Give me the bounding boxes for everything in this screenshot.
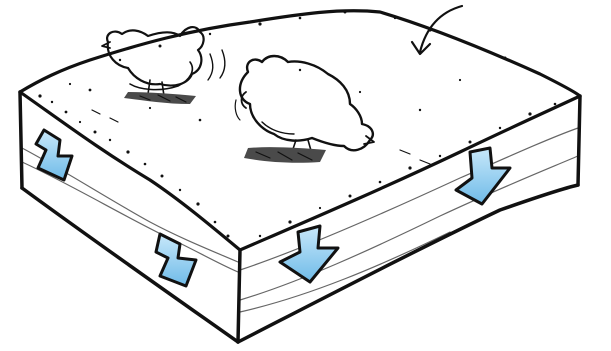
chicken-icon bbox=[101, 26, 205, 104]
chicken-body bbox=[106, 26, 205, 87]
down-arrow-icon bbox=[454, 146, 512, 206]
bed-outline bbox=[18, 9, 582, 344]
down-arrow-icon bbox=[34, 128, 74, 182]
sketch-accent-strokes bbox=[91, 49, 431, 165]
chicken-icon bbox=[238, 54, 375, 163]
down-arrow-icon bbox=[154, 232, 198, 288]
bed-top-surface bbox=[20, 10, 580, 250]
down-arrow-icon bbox=[278, 224, 340, 284]
pointer-arrow-icon bbox=[410, 4, 464, 56]
bed-right-face bbox=[238, 96, 580, 342]
chicken-body bbox=[238, 54, 374, 152]
